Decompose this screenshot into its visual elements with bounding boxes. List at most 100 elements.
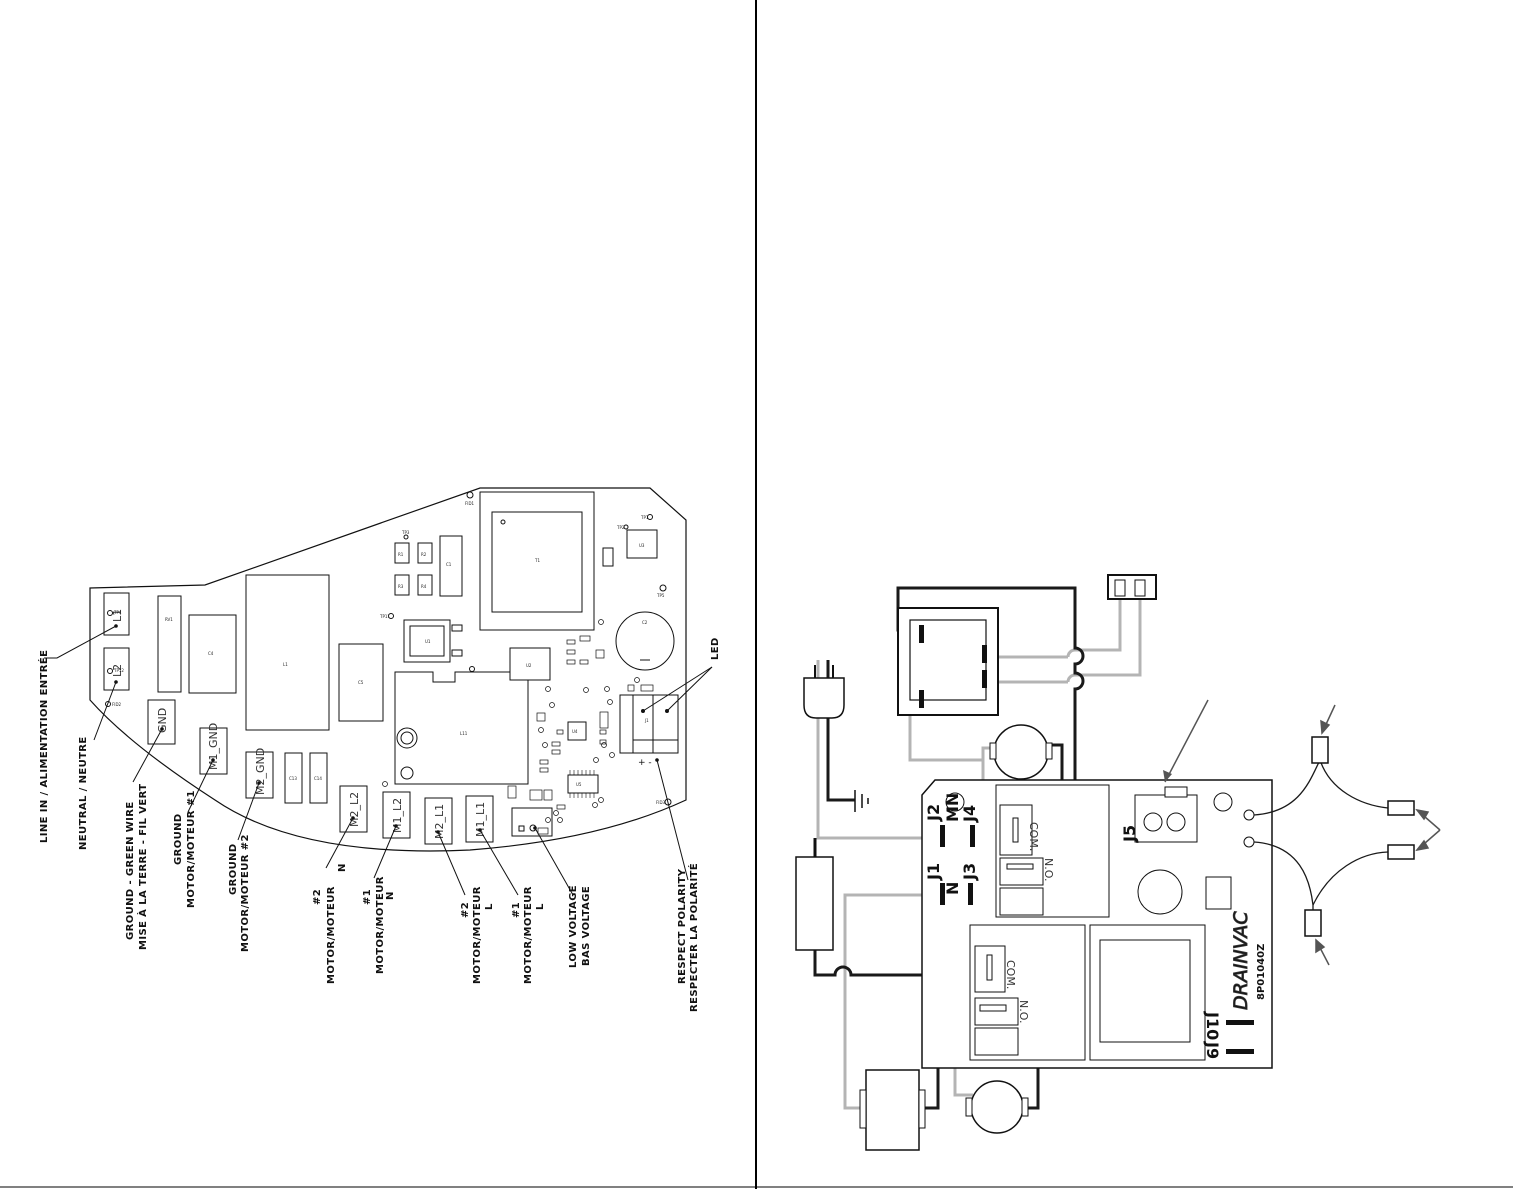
callout-low-voltage-2: BAS VOLTAGE — [581, 886, 592, 966]
fid2-point — [105, 701, 111, 707]
leader-m1n — [373, 825, 397, 879]
tp5-label: TP5 — [656, 593, 665, 598]
inductor-l11 — [394, 671, 529, 785]
leader-lines — [44, 625, 713, 896]
ic-u3 — [626, 529, 658, 559]
tp2-point — [623, 524, 629, 530]
callout-m2l-3: MOTOR/MOTEUR — [472, 886, 483, 984]
board-part-number: 8P01040Z — [1256, 944, 1267, 1000]
terminal-m2-gnd: M2_GND — [245, 748, 274, 799]
tp12-point — [107, 668, 113, 674]
board-mount-hole-1 — [945, 792, 965, 812]
label-j1: J1 — [924, 863, 943, 881]
polarity-marks: + - — [638, 758, 652, 768]
power-plug-icon — [803, 677, 845, 719]
capacitor-c14 — [309, 752, 328, 804]
ic-u5 — [567, 774, 599, 794]
l11-label: L11 — [460, 731, 468, 736]
led-resistor-2 — [1304, 909, 1322, 937]
relay-2-com-pin — [986, 954, 993, 981]
callout-m2n-3: MOTOR/MOTEUR — [326, 886, 337, 984]
wire-j5-2 — [1066, 598, 1142, 683]
u4-label: U4 — [572, 729, 578, 734]
fid1-label: FID1 — [465, 501, 475, 506]
tp4-point — [107, 610, 113, 616]
relay-terminal-4 — [982, 670, 987, 688]
resistor-r4 — [417, 574, 433, 596]
label-j2: J2 — [924, 804, 943, 822]
tp11-point — [388, 613, 394, 619]
tp12-label: TP12 — [113, 668, 124, 673]
j5-arrow-head — [1163, 770, 1172, 782]
tp3-point — [403, 534, 409, 540]
terminal-l1-label: L1 — [111, 609, 124, 622]
leader-ground-m1 — [187, 759, 214, 813]
spade-j10 — [1226, 1020, 1254, 1025]
terminal-m2-gnd-label: M2_GND — [254, 748, 267, 795]
leader-line-in — [44, 625, 117, 659]
j5-terminal-tab — [1164, 786, 1188, 798]
fid2-label: FID2 — [112, 702, 122, 707]
leader-neutral — [93, 681, 117, 741]
test-points — [105, 491, 672, 806]
capacitor-c13 — [284, 752, 303, 804]
c4-label: C4 — [208, 651, 214, 656]
terminal-m1-l2: M1_L2 — [382, 791, 411, 839]
wiring-schematic: COM. N.O. COM. N.O. J2 MN J4 J1 N J3 J5 — [795, 574, 1441, 1151]
leader-polarity — [656, 759, 689, 881]
varistor-rv1 — [157, 595, 182, 693]
l11-mount-hole-2 — [400, 766, 414, 780]
regulator-u1-inner — [409, 625, 445, 657]
terminal-m2-l1-label: M2_L1 — [433, 804, 446, 839]
terminal-m1-l1: M1_L1 — [465, 795, 494, 843]
coil-left-cap — [859, 1089, 867, 1129]
u1-pin-2 — [451, 649, 463, 657]
capacitor-c2 — [615, 611, 675, 671]
u5-label: U5 — [576, 782, 582, 787]
callout-m2l-1: #2 — [460, 902, 471, 918]
callout-m1n-1: #1 — [362, 889, 373, 905]
t1-pin-mark — [500, 519, 506, 525]
led-lamp-2 — [1387, 844, 1415, 860]
relay-2-bottom — [974, 1027, 1019, 1056]
callout-m1l-2: L — [535, 903, 546, 910]
transformer-t1-inner — [491, 511, 583, 613]
tp-point — [469, 666, 475, 672]
c13-label: C13 — [289, 776, 297, 781]
callout-m1l-3: MOTOR/MOTEUR — [523, 886, 534, 984]
terminal-m1-gnd-label: M1_GND — [207, 723, 220, 770]
callout-m2l-2: L — [484, 903, 495, 910]
ground-symbol-icon — [854, 790, 869, 812]
tp1-label: TP1 — [640, 515, 649, 520]
callout-neutral: NEUTRAL / NEUTRE — [78, 736, 89, 850]
relay-1-no-pin — [1006, 863, 1034, 870]
terminal-m1-l2-label: M1_L2 — [391, 798, 404, 833]
callout-ground-m2-2: MOTOR/MOTEUR #2 — [240, 834, 251, 952]
wire-j5-1 — [1066, 598, 1122, 658]
leader-led-2 — [666, 666, 713, 712]
callout-m2n-1: #2 — [312, 889, 323, 905]
motor-2-icon — [970, 1080, 1024, 1134]
capacitor-c5 — [338, 643, 384, 722]
pcb-layout: L1 L2 GND M1_GND M2_GND M2_L2 M1_L2 M2_ — [37, 487, 721, 1012]
relay-1-no-label: N.O. — [1042, 858, 1055, 881]
relay-2-com-label: COM. — [1004, 960, 1017, 989]
r1-label: R1 — [398, 552, 404, 557]
wire-j1-fuse — [843, 893, 930, 1110]
led-lamp-1 — [1387, 800, 1415, 816]
callout-ground-m1-2: MOTOR/MOTEUR #1 — [186, 790, 197, 908]
tp11-label: TP11 — [379, 614, 390, 619]
terminal-m1-gnd: M1_GND — [199, 723, 228, 775]
l11-mount-hole — [396, 727, 418, 749]
r4-label: R4 — [421, 584, 427, 589]
inductor-l1-label: L1 — [283, 662, 288, 667]
motor-2-terminal-left — [965, 1097, 973, 1117]
u5-pins — [569, 770, 595, 798]
board-component-square — [1205, 876, 1232, 910]
j5-plug-pin-2 — [1134, 579, 1146, 597]
callout-ground-wire-1: GROUND - GREEN WIRE — [125, 801, 136, 940]
spade-j1 — [940, 883, 945, 905]
diode-small — [602, 547, 614, 567]
